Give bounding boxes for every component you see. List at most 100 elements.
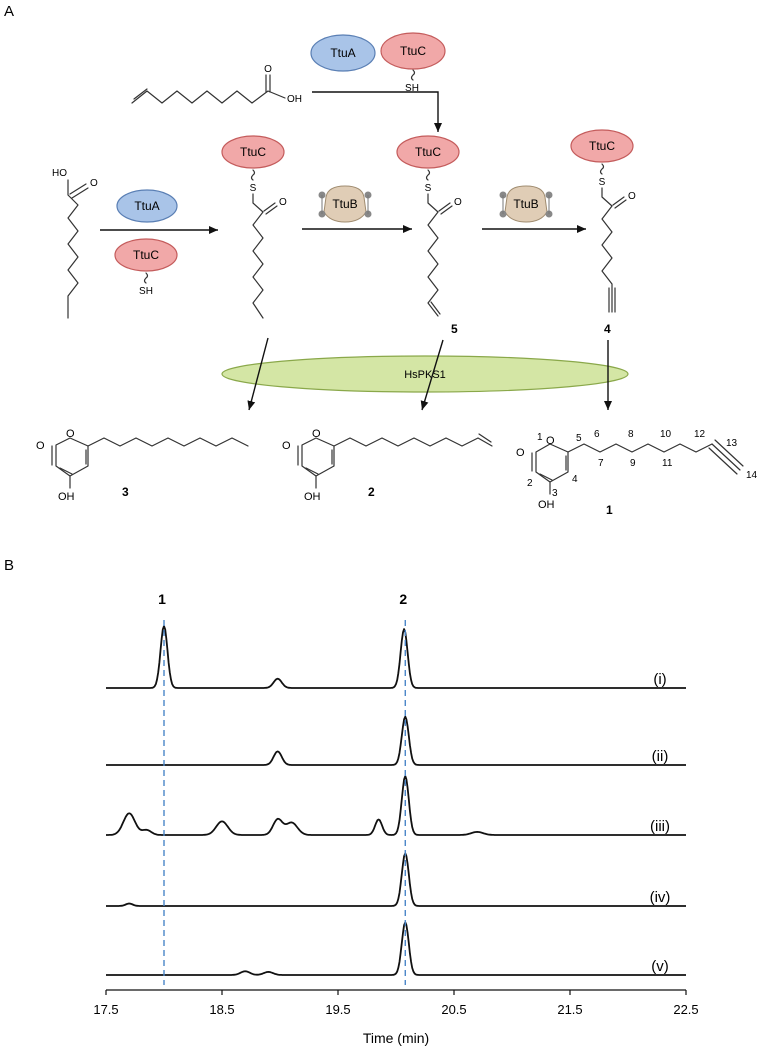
decanoic-o-label: O xyxy=(90,178,98,189)
ttua-label: TtuA xyxy=(330,46,355,60)
decenoic-carbonyl xyxy=(265,74,271,93)
sh-label-2: SH xyxy=(139,286,153,297)
thiol-wavy-bond xyxy=(410,69,416,81)
decynoyl-o-label: O xyxy=(628,191,636,202)
thioester-wavy-bond-4 xyxy=(425,169,431,181)
trace-3 xyxy=(106,775,686,836)
decenoyl-terminal-alkene xyxy=(430,301,441,315)
trace-2 xyxy=(106,715,686,766)
compound-2-o-carbonyl: O xyxy=(282,440,291,452)
atom-number-2: 2 xyxy=(527,478,533,489)
peak-label-2: 2 xyxy=(399,591,407,607)
ttua-enzyme xyxy=(310,34,376,72)
x-tick-label-4: 20.5 xyxy=(441,1002,466,1017)
decanoic-ho-label: HO xyxy=(52,168,67,179)
x-tick-label-2: 18.5 xyxy=(209,1002,234,1017)
hspks1-enzyme xyxy=(221,355,629,393)
decanoyl-chain xyxy=(252,193,264,319)
x-tick-label-3: 19.5 xyxy=(325,1002,350,1017)
x-tick-label-1: 17.5 xyxy=(93,1002,118,1017)
arrow-to-3 xyxy=(247,337,269,411)
ttuc-enzyme xyxy=(380,32,446,70)
trace-label-1: (i) xyxy=(653,671,666,688)
decanoic-carbonyl xyxy=(69,183,89,199)
compound-3-label: 3 xyxy=(122,485,129,499)
decanoyl-o-label: O xyxy=(279,197,287,208)
ttuc-enzyme-2 xyxy=(114,238,178,272)
compound-1-label: 1 xyxy=(606,503,613,517)
trace-5 xyxy=(106,921,686,976)
panel-a: A TtuA TtuC SH O OH HO O TtuA TtuC SH Tt… xyxy=(4,3,758,517)
compound-3-oh: OH xyxy=(58,491,75,503)
thioester-wavy-bond-5 xyxy=(599,163,605,175)
atom-number-3: 3 xyxy=(552,488,558,499)
atom-number-6: 6 xyxy=(594,429,600,440)
decenoic-terminal-alkene xyxy=(133,88,148,100)
decenoic-oh-label: OH xyxy=(287,94,302,105)
compound-2-oh: OH xyxy=(304,491,321,503)
ttuc-label: TtuC xyxy=(400,44,426,58)
x-axis-label: Time (min) xyxy=(363,1030,429,1046)
s-label-3: S xyxy=(250,183,257,194)
x-tick-label-5: 21.5 xyxy=(557,1002,582,1017)
sh-label: SH xyxy=(405,83,419,94)
decynoyl-triple-bond xyxy=(608,287,616,313)
thioester-wavy-bond-3 xyxy=(250,169,256,181)
x-tick-label-6: 22.5 xyxy=(673,1002,698,1017)
compound-3-o-carbonyl: O xyxy=(36,440,45,452)
atom-number-11: 11 xyxy=(662,458,673,469)
compound-2-structure xyxy=(297,433,493,489)
decenoic-acid-chain xyxy=(131,90,286,104)
trace-label-4: (iv) xyxy=(650,889,671,906)
ttuc-enzyme-3 xyxy=(221,135,285,169)
compound-2-label: 2 xyxy=(368,485,375,499)
decenoic-o-label: O xyxy=(264,64,272,75)
peak-label-1: 1 xyxy=(158,591,166,607)
arrow-top-to-5 xyxy=(312,91,442,132)
decenoyl-chain xyxy=(427,193,439,317)
decynoyl-chain xyxy=(601,187,613,313)
decanoic-acid-chain xyxy=(67,179,79,319)
ttub-label: TtuB xyxy=(332,197,357,211)
compound-4-label: 4 xyxy=(604,322,611,336)
arrow-to-2 xyxy=(420,339,444,411)
ttuc-label-4: TtuC xyxy=(415,145,441,159)
ttub-label-2: TtuB xyxy=(513,197,538,211)
panel-a-label: A xyxy=(4,3,14,20)
thiol-wavy-bond-2 xyxy=(143,272,149,284)
atom-number-14: 14 xyxy=(746,470,758,481)
ttuc-enzyme-4 xyxy=(396,135,460,169)
compound-1-oh: OH xyxy=(538,499,555,511)
ttuc-label-2: TtuC xyxy=(133,248,159,262)
compound-1-o-carbonyl: O xyxy=(516,447,525,459)
atom-number-9: 9 xyxy=(630,458,636,469)
atom-number-7: 7 xyxy=(598,458,604,469)
compound-5-label: 5 xyxy=(451,322,458,336)
trace-4 xyxy=(106,852,686,907)
ttuc-enzyme-5 xyxy=(570,129,634,163)
decenoyl-carbonyl xyxy=(438,202,453,215)
compound-2-o-ring: O xyxy=(312,428,321,440)
atom-number-4: 4 xyxy=(572,474,578,485)
s-label-4: S xyxy=(425,183,432,194)
compound-1-o-ring: O xyxy=(546,435,555,447)
panel-b-label: B xyxy=(4,557,14,574)
trace-label-3: (iii) xyxy=(650,818,670,835)
decynoyl-carbonyl xyxy=(612,196,627,209)
atom-number-13: 13 xyxy=(726,438,738,449)
ttuc-label-5: TtuC xyxy=(589,139,615,153)
compound-3-structure xyxy=(51,437,249,489)
atom-number-8: 8 xyxy=(628,429,634,440)
ttuc-label-3: TtuC xyxy=(240,145,266,159)
trace-label-2: (ii) xyxy=(652,748,669,765)
atom-number-1: 1 xyxy=(537,432,543,443)
ttub-enzyme-2 xyxy=(499,185,553,223)
ttua-label-2: TtuA xyxy=(134,199,159,213)
atom-number-12: 12 xyxy=(694,429,706,440)
ttua-enzyme-2 xyxy=(116,189,178,223)
s-label-5: S xyxy=(599,177,606,188)
compound-1-structure xyxy=(531,439,744,495)
atom-number-5: 5 xyxy=(576,433,582,444)
